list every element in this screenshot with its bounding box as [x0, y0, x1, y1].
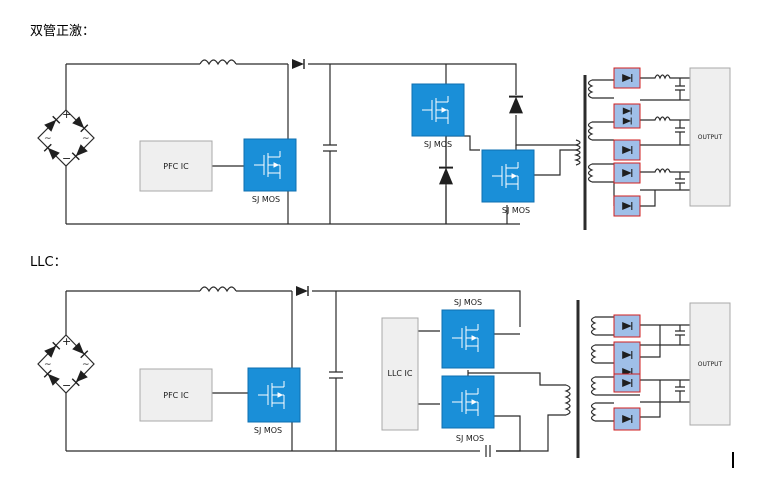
forward-pfc-ic: PFC IC	[139, 140, 213, 192]
forward-output-diodes	[613, 67, 641, 217]
bridge-rectifier-forward: + − ~ ~	[37, 108, 95, 167]
forward-sj-mos-top-label: SJ MOS	[424, 140, 452, 149]
clamp-diode-right	[508, 95, 524, 115]
llc-heading: LLC：	[30, 255, 67, 270]
forward-sj-mos-bottom: SJ MOS	[481, 149, 535, 215]
bridge-rectifier-llc: + − ~ ~	[37, 334, 95, 394]
forward-pfc-ic-label: PFC IC	[163, 162, 189, 171]
llc-circuit	[65, 285, 690, 458]
text-cursor	[732, 452, 734, 468]
llc-sj-mos-top: SJ MOS	[441, 298, 495, 369]
boost-diode	[291, 58, 305, 70]
svg-text:~: ~	[44, 360, 52, 370]
svg-text:−: −	[62, 152, 71, 165]
forward-output-label: OUTPUT	[698, 134, 723, 141]
svg-text:−: −	[62, 379, 71, 392]
llc-ic-label: LLC IC	[388, 369, 413, 378]
llc-output-block: OUTPUT	[689, 302, 731, 426]
forward-heading: 双管正激：	[30, 24, 96, 39]
forward-sj-mos-pfc-label: SJ MOS	[252, 195, 280, 204]
svg-text:+: +	[62, 108, 71, 121]
llc-sj-mos-bottom: SJ MOS	[441, 375, 495, 443]
forward-sj-mos-pfc: SJ MOS	[243, 138, 297, 204]
forward-circuit	[65, 58, 690, 230]
llc-boost-diode	[295, 285, 309, 297]
llc-sj-mos-top-label: SJ MOS	[454, 298, 482, 307]
llc-pfc-ic-label: PFC IC	[163, 391, 189, 400]
forward-output-block: OUTPUT	[689, 67, 731, 207]
llc-pfc-ic: PFC IC	[139, 368, 213, 422]
resonant-capacitor	[485, 445, 491, 457]
svg-text:+: +	[62, 335, 71, 348]
bulk-capacitor	[323, 144, 337, 152]
llc-output-label: OUTPUT	[698, 361, 723, 368]
input-inductor	[199, 59, 237, 66]
llc-input-inductor	[199, 286, 237, 293]
svg-text:~: ~	[44, 134, 52, 144]
llc-sj-mos-bottom-label: SJ MOS	[456, 434, 484, 443]
clamp-diode-left	[438, 166, 454, 186]
llc-output-diodes	[613, 314, 641, 431]
llc-sj-mos-pfc-label: SJ MOS	[254, 426, 282, 435]
llc-sj-mos-pfc: SJ MOS	[247, 367, 301, 435]
forward-sj-mos-bottom-label: SJ MOS	[502, 206, 530, 215]
llc-bulk-capacitor	[329, 371, 343, 379]
svg-text:~: ~	[82, 360, 90, 370]
llc-ic: LLC IC	[381, 317, 419, 431]
svg-text:~: ~	[82, 134, 90, 144]
forward-sj-mos-top: SJ MOS	[411, 83, 465, 149]
